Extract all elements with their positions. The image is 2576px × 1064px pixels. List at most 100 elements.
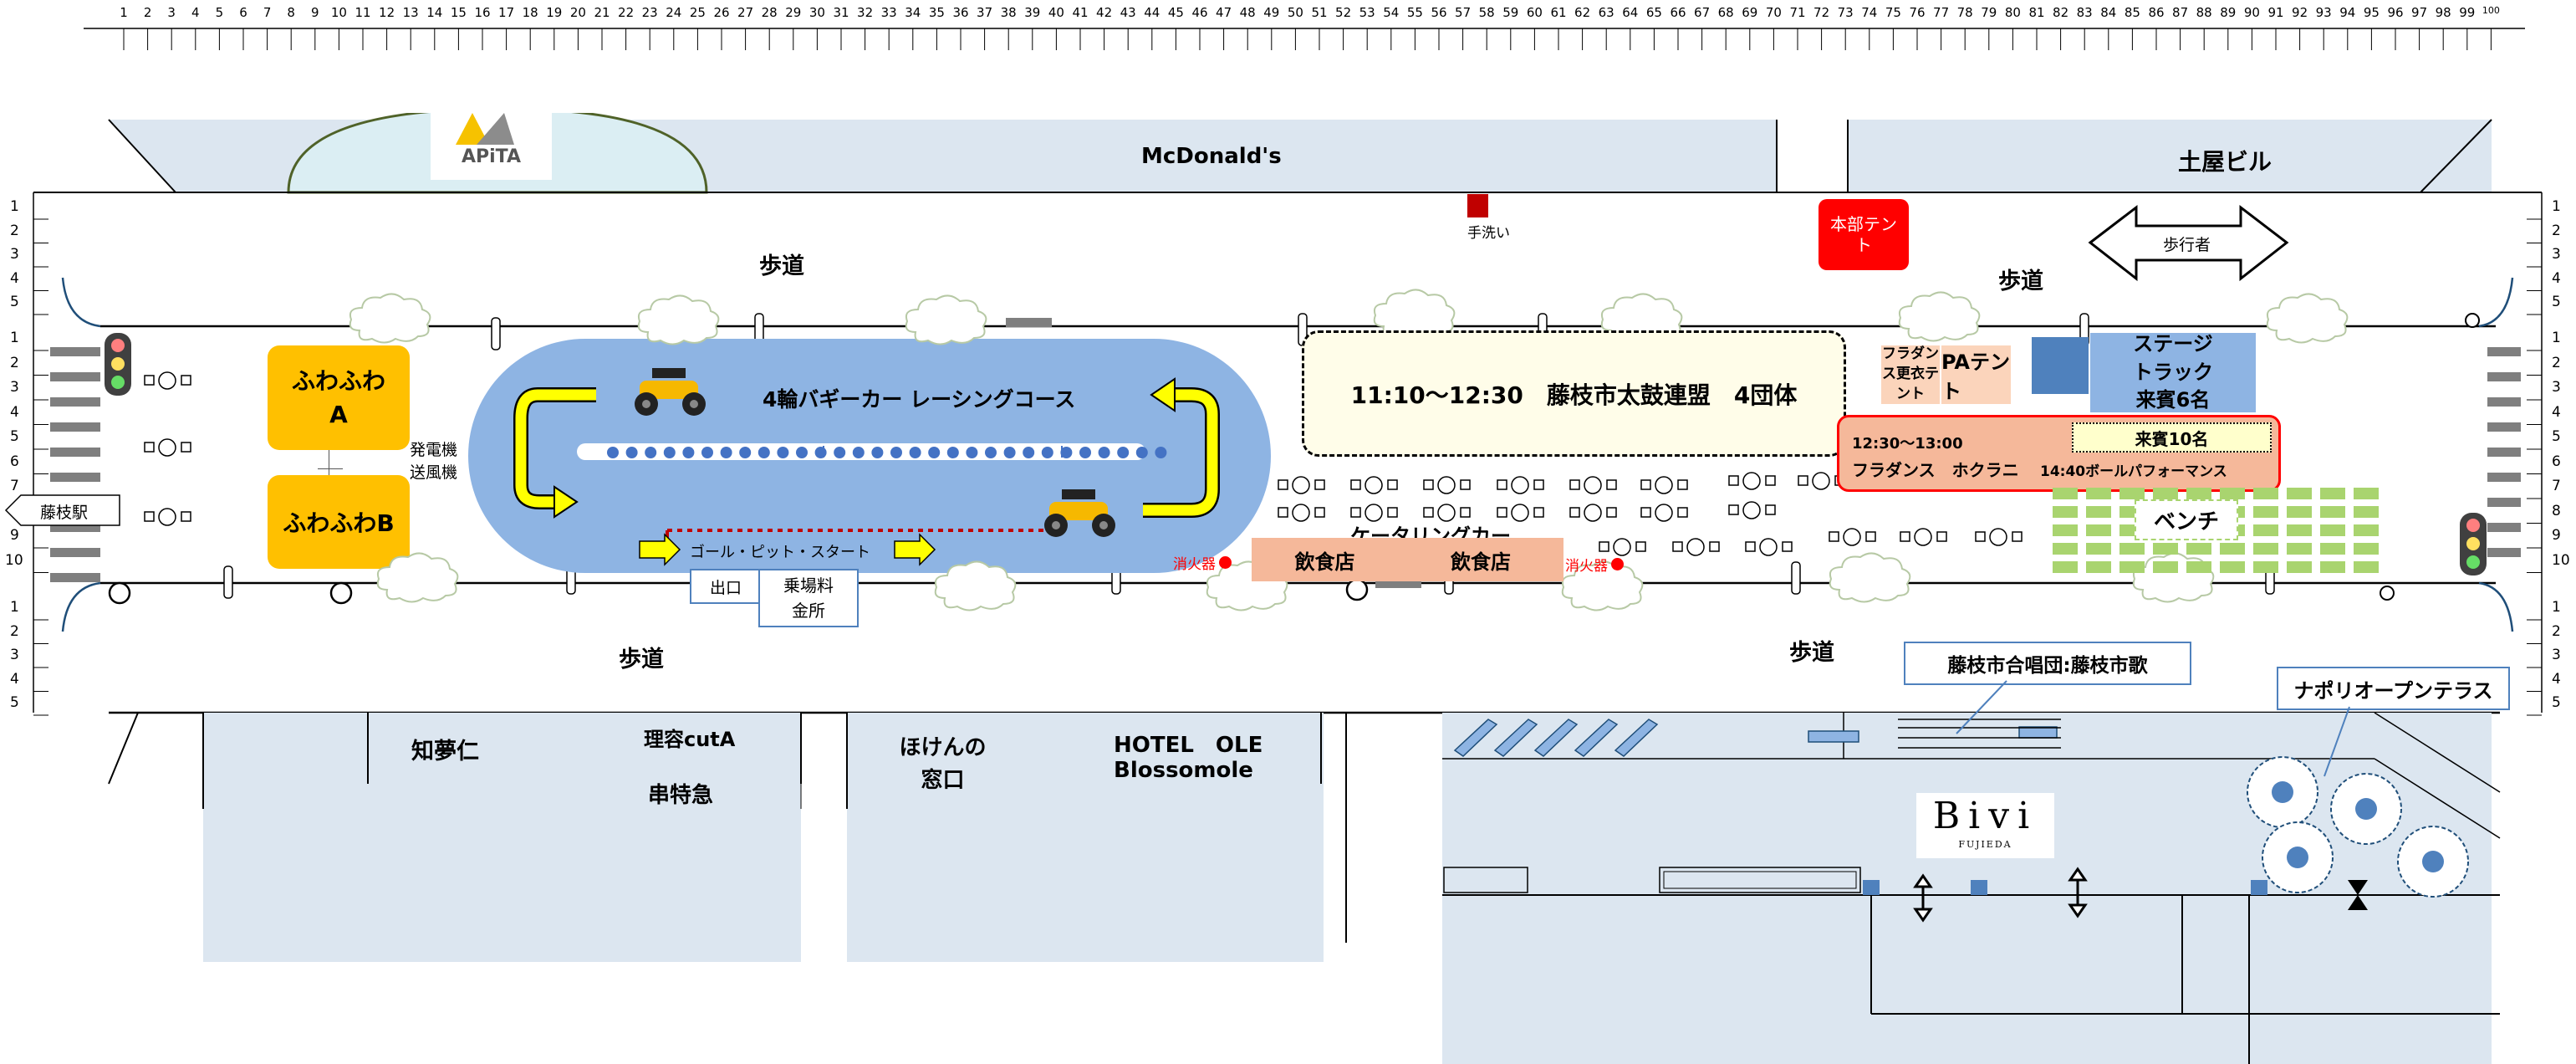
bench-seat [2086, 543, 2111, 555]
side-ruler-number: 3 [10, 379, 19, 396]
ruler-number: 79 [1981, 5, 1997, 20]
shop-hotel-line2: Blossomole [1114, 758, 1253, 783]
side-ruler-number: 2 [10, 222, 19, 239]
ruler-number: 92 [2292, 5, 2308, 20]
station-label: 藤枝駅 [40, 504, 89, 522]
bivi-logo-sub: FUJIEDA [1958, 839, 2012, 850]
ruler-number: 71 [1789, 5, 1806, 20]
course-dot [834, 447, 846, 458]
chair-square [1278, 507, 1288, 518]
side-ruler-number: 7 [10, 478, 19, 494]
ruler-number: 91 [2267, 5, 2284, 20]
ruler-number: 89 [2220, 5, 2237, 20]
course-dot [682, 447, 695, 458]
side-ruler-number: 5 [2552, 428, 2561, 445]
mcdonalds-label: McDonald's [1141, 144, 1282, 169]
ruler-number: 80 [2004, 5, 2021, 20]
sidewalk-south-left: 歩道 [619, 647, 664, 673]
apita-logo: APiTA [431, 86, 552, 180]
course-dot [607, 447, 619, 458]
performance-label: 11:10～12:30 藤枝市太鼓連盟 4団体 [1350, 381, 1798, 409]
ruler-number: 81 [2028, 5, 2045, 20]
ruler-number: 83 [2076, 5, 2093, 20]
bench-seat [2320, 543, 2345, 555]
bench-seat [2354, 543, 2379, 555]
course-dot [1060, 447, 1073, 458]
side-ruler-number: 4 [2552, 269, 2561, 287]
chair-square [1975, 531, 1986, 542]
side-ruler-number: 5 [2552, 294, 2561, 310]
chair-square [1677, 507, 1688, 518]
bench-seat [2186, 561, 2211, 573]
chair-square [1497, 479, 1507, 490]
bench-seat [2053, 524, 2078, 536]
bench-seat [2053, 506, 2078, 518]
chair-square [1350, 479, 1361, 490]
table-circle [1292, 476, 1310, 494]
chair-square [1314, 507, 1325, 518]
ruler-number: 46 [1191, 5, 1208, 20]
hula-schedule: 来賓10名 12:30～13:00 フラダンス ホクラニ 14:40ボールパフォ… [1837, 415, 2281, 492]
table-circle [1914, 528, 1932, 546]
side-ruler-number: 1 [2552, 198, 2561, 215]
side-ruler-number: 4 [10, 670, 19, 688]
course-dot [796, 447, 808, 458]
apita-label: APiTA [461, 146, 522, 167]
shop-hoken: ほけんの窓口 [899, 735, 987, 793]
course-dot [1117, 447, 1130, 458]
ruler-number: 99 [2459, 5, 2476, 20]
chair-square [1728, 475, 1739, 486]
hula-time: 12:30～13:00 [1852, 435, 1963, 453]
course-dot [1079, 447, 1091, 458]
table-circle [1989, 528, 2007, 546]
choir-label: 藤枝市合唱団:藤枝市歌 [1947, 655, 2148, 677]
side-ruler-number: 5 [10, 294, 19, 310]
station-arrow [4, 494, 120, 526]
ruler-number: 58 [1478, 5, 1495, 20]
ruler-number: 87 [2172, 5, 2189, 20]
side-ruler-number: 5 [2552, 694, 2561, 711]
course-dot [852, 447, 865, 458]
ruler-number: 18 [522, 5, 538, 20]
ruler-number: 65 [1645, 5, 1662, 20]
ruler-number: 17 [498, 5, 515, 20]
ball-performance: 14:40ボールパフォーマンス [2040, 463, 2227, 480]
bench-seat [2253, 488, 2278, 499]
bench-seat [2320, 488, 2345, 499]
ruler-number: 31 [833, 5, 849, 20]
ruler-number: 75 [1885, 5, 1901, 20]
chair-square [144, 442, 155, 453]
napoli-label: ナポリオープンテラス [2293, 678, 2493, 703]
ruler-number: 3 [167, 5, 176, 20]
chair-square [1865, 531, 1876, 542]
ruler-number: 29 [785, 5, 802, 20]
chair-square [1350, 507, 1361, 518]
ruler-number: 25 [689, 5, 706, 20]
shop-chimuni: 知夢仁 [411, 739, 479, 765]
ruler-number: 7 [263, 5, 272, 20]
restaurant-2: 飲食店 [1398, 538, 1563, 581]
chair-square [1640, 479, 1651, 490]
hula-dressing-tent: フラダンス更衣テント [1881, 345, 1940, 404]
chair-square [144, 375, 155, 386]
ruler-number: 15 [450, 5, 467, 20]
ruler-number: 14 [426, 5, 443, 20]
ruler-number: 76 [1909, 5, 1926, 20]
table-circle [1292, 504, 1310, 522]
boarding-box: 乗場料金所 [758, 569, 859, 627]
course-dot [1098, 447, 1110, 458]
ruler-number: 54 [1383, 5, 1400, 20]
bench-seat [2153, 543, 2178, 555]
chair-square [1640, 507, 1651, 518]
chair-square [1677, 479, 1688, 490]
chair-square [1387, 479, 1398, 490]
bench-seat [2053, 543, 2078, 555]
ruler-number: 24 [666, 5, 682, 20]
ruler-number: 66 [1670, 5, 1686, 20]
chair-square [144, 511, 155, 522]
course-dot [1135, 447, 1148, 458]
bench-seat [2153, 561, 2178, 573]
course-dot [720, 447, 732, 458]
bench-label: ベンチ [2153, 509, 2219, 535]
